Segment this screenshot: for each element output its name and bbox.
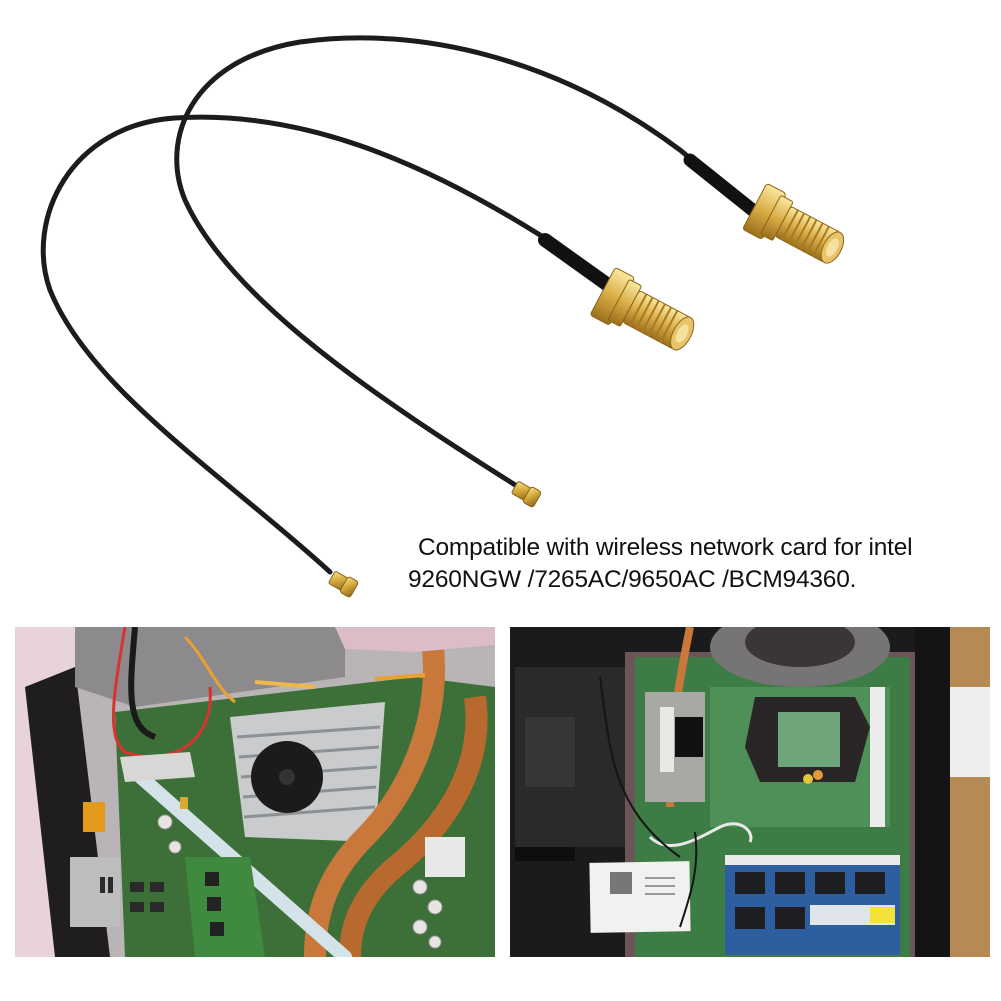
cable-a (174, 35, 762, 491)
photo-desktop-install (15, 627, 495, 957)
rp-sma-connector-right (743, 183, 845, 264)
ufl-connector-b (328, 571, 359, 598)
cable-illustration (40, 35, 845, 598)
product-hero-image: Compatible with wireless network card fo… (40, 35, 998, 598)
caption-line-2: 9260NGW /7265AC/9650AC /BCM94360. (408, 566, 857, 593)
cable-b (40, 114, 615, 575)
photo-laptop-install (510, 627, 990, 957)
compatibility-caption: Compatible with wireless network card fo… (408, 532, 998, 596)
ufl-connector-a (511, 481, 542, 508)
caption-line-1: Compatible with wireless network card fo… (418, 534, 913, 561)
rp-sma-connector-left (590, 267, 695, 351)
